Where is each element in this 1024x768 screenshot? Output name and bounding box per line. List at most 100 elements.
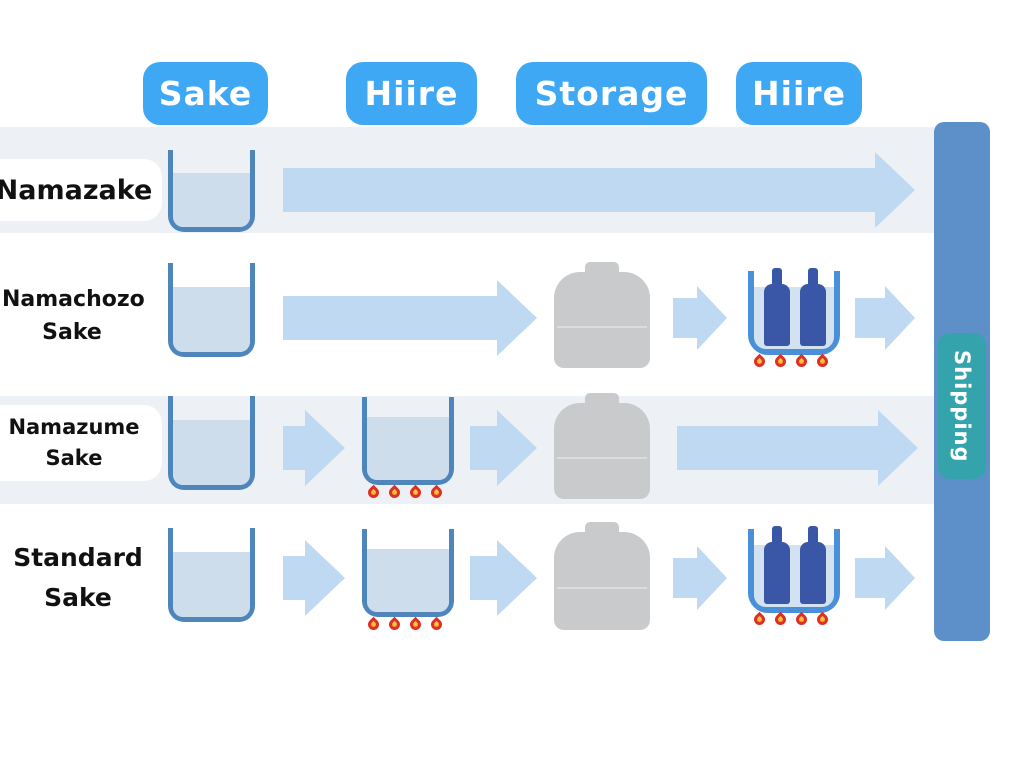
row-label-line: Sake — [42, 320, 102, 345]
row-label-namachozo: Namachozo Sake — [2, 283, 145, 349]
row-label-line: Sake — [45, 446, 103, 470]
stage-button-hiire-1: Hiire — [346, 62, 477, 125]
flame-icon — [793, 353, 810, 370]
flames — [365, 483, 445, 502]
flame-icon — [386, 484, 403, 501]
sake-bottle-icon — [764, 268, 790, 346]
arrow-shaft — [677, 426, 878, 470]
row-label-standard: Standard Sake — [0, 538, 156, 618]
arrow-shaft — [470, 556, 497, 600]
tank-seam — [557, 325, 647, 328]
arrow-shaft — [283, 556, 305, 600]
sake-cup-icon — [168, 528, 255, 622]
sake-liquid — [367, 416, 449, 480]
sake-bottle-icon — [800, 268, 826, 346]
arrow-head-icon — [697, 546, 727, 610]
flow-arrow — [283, 280, 537, 356]
sake-liquid — [173, 420, 250, 485]
flow-arrow — [855, 546, 915, 610]
arrow-head-icon — [875, 152, 915, 228]
row-label-line: Namazake — [0, 174, 153, 206]
arrow-shaft — [283, 168, 875, 212]
bath-cup — [748, 271, 840, 355]
flames — [751, 352, 831, 371]
arrow-shaft — [283, 426, 305, 470]
flame-icon — [793, 611, 810, 628]
arrow-shaft — [855, 558, 885, 598]
arrow-head-icon — [878, 410, 918, 486]
flame-icon — [365, 484, 382, 501]
row-label-line: Sake — [44, 583, 112, 612]
arrow-head-icon — [305, 540, 345, 616]
stage-button-hiire-2: Hiire — [736, 62, 862, 125]
flow-arrow — [470, 540, 537, 616]
arrow-head-icon — [885, 546, 915, 610]
hiire-cup-icon — [362, 397, 454, 485]
flames — [751, 610, 831, 629]
flame-icon — [428, 616, 445, 633]
shipping-bar: Shipping — [934, 122, 990, 641]
arrow-head-icon — [497, 410, 537, 486]
tank-body — [554, 403, 650, 499]
arrow-head-icon — [497, 540, 537, 616]
flame-icon — [772, 611, 789, 628]
row-label-namazume: Namazume Sake — [0, 405, 162, 481]
hiire-bottles-icon — [748, 523, 840, 613]
storage-tank-icon — [554, 393, 650, 499]
flame-icon — [814, 353, 831, 370]
sake-liquid — [367, 548, 449, 612]
sake-bottle-icon — [800, 526, 826, 604]
storage-tank-icon — [554, 522, 650, 630]
stage-button-storage: Storage — [516, 62, 707, 125]
flow-arrow — [673, 546, 727, 610]
flow-arrow — [283, 152, 915, 228]
row-label-namazake: Namazake — [0, 159, 162, 221]
row-label-line: Namachozo — [2, 287, 145, 312]
arrow-head-icon — [885, 286, 915, 350]
tank-seam — [557, 456, 647, 459]
shipping-label: Shipping — [950, 349, 974, 463]
sake-liquid — [173, 287, 250, 352]
sake-cup-icon — [168, 150, 255, 232]
tank-seam — [557, 586, 647, 589]
flame-icon — [428, 484, 445, 501]
row-label-line: Standard — [13, 543, 143, 572]
arrow-shaft — [855, 298, 885, 338]
flame-icon — [772, 353, 789, 370]
flame-icon — [814, 611, 831, 628]
flame-icon — [407, 616, 424, 633]
sake-liquid — [173, 173, 250, 227]
bath-cup — [748, 529, 840, 613]
hiire-bottles-icon — [748, 265, 840, 355]
arrow-head-icon — [305, 410, 345, 486]
flame-icon — [751, 611, 768, 628]
tank-body — [554, 532, 650, 630]
storage-tank-icon — [554, 262, 650, 368]
arrow-shaft — [673, 558, 697, 598]
flame-icon — [407, 484, 424, 501]
arrow-shaft — [283, 296, 497, 340]
flame-icon — [365, 616, 382, 633]
arrow-shaft — [673, 298, 697, 338]
flow-arrow — [855, 286, 915, 350]
sake-bottle-icon — [764, 526, 790, 604]
arrow-head-icon — [497, 280, 537, 356]
flame-icon — [751, 353, 768, 370]
flow-arrow — [470, 410, 537, 486]
arrow-shaft — [470, 426, 497, 470]
sake-liquid — [173, 552, 250, 617]
flames — [365, 615, 445, 634]
row-label-line: Namazume — [8, 415, 140, 439]
flow-arrow — [673, 286, 727, 350]
flow-arrow — [677, 410, 918, 486]
stage-button-sake: Sake — [143, 62, 268, 125]
hiire-cup-icon — [362, 529, 454, 617]
shipping-badge: Shipping — [938, 333, 986, 479]
arrow-head-icon — [697, 286, 727, 350]
flow-arrow — [283, 540, 345, 616]
flow-arrow — [283, 410, 345, 486]
flame-icon — [386, 616, 403, 633]
sake-cup-icon — [168, 263, 255, 357]
sake-cup-icon — [168, 396, 255, 490]
